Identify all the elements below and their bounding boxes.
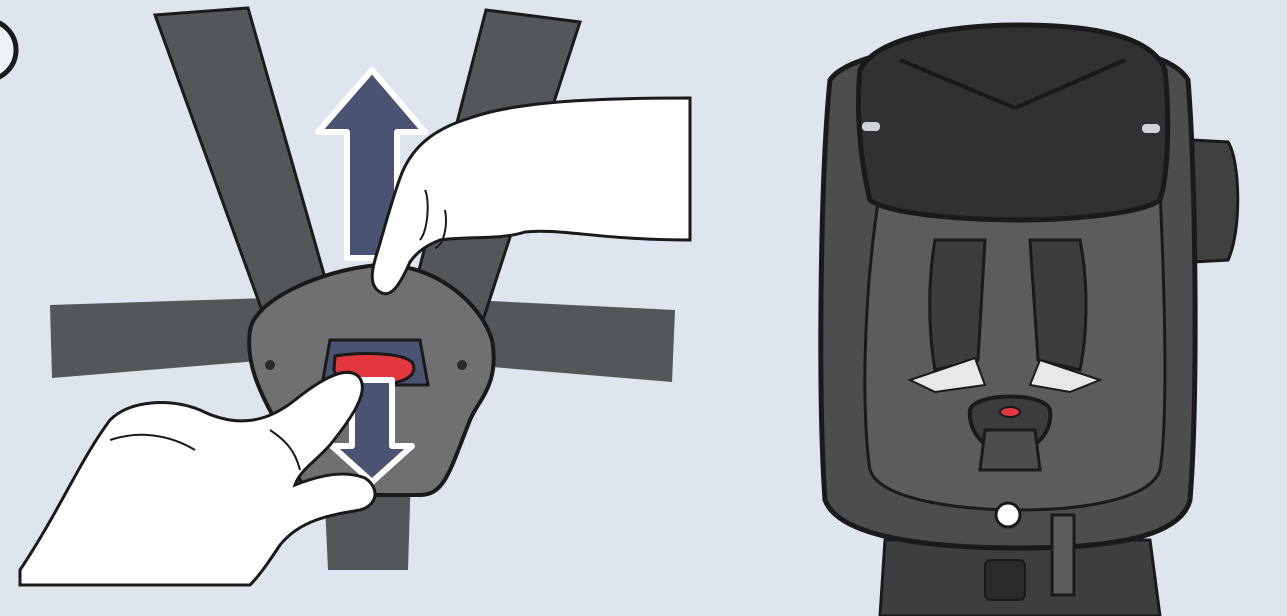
crotch-strap-pad (980, 430, 1040, 470)
base-lock (985, 560, 1025, 600)
step-marker-icon (0, 20, 16, 80)
right-shoulder-pad (1030, 240, 1086, 370)
headrest-slot-left (862, 122, 880, 131)
recline-adjuster (996, 503, 1020, 527)
right-hip-strap (468, 300, 675, 382)
car-seat-overview-panel (821, 25, 1238, 616)
crotch-buckle-button (1000, 407, 1020, 417)
headrest (858, 25, 1167, 220)
buckle-rivet-right (457, 360, 467, 370)
harness-detail-panel (20, 8, 690, 585)
left-hip-strap (50, 298, 270, 378)
lower-hand (20, 372, 375, 585)
left-shoulder-pad (930, 240, 985, 370)
harness-adjuster-lever (1052, 515, 1074, 595)
buckle-rivet-left (265, 360, 275, 370)
headrest-slot-right (1142, 124, 1160, 133)
side-impact-pod (1192, 140, 1238, 262)
